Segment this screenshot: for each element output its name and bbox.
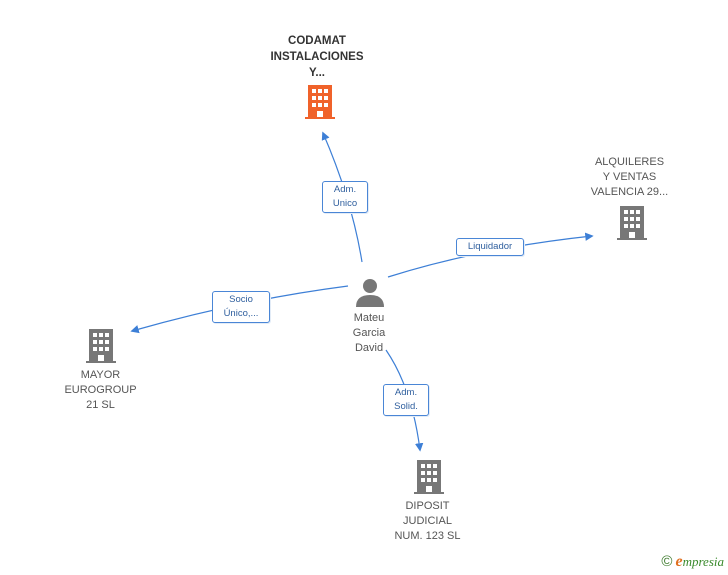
person-icon[interactable] (355, 277, 385, 307)
company-name-diposit-judicial[interactable]: DIPOSIT JUDICIAL NUM. 123 SL (394, 500, 461, 542)
edge-label-top: Adm. Unico (322, 181, 368, 213)
building-icon[interactable] (86, 329, 116, 363)
person-name[interactable]: Mateu Garcia David (352, 312, 386, 354)
building-icon[interactable] (617, 206, 647, 240)
building-icon[interactable] (414, 460, 444, 494)
edge-label-right: Liquidador (456, 238, 524, 256)
company-name-codamat[interactable]: CODAMAT INSTALACIONES Y... (270, 35, 364, 79)
edge-label-left: Socio Único,... (212, 291, 270, 323)
copyright-symbol: © (661, 553, 673, 570)
copyright-footer: ©empresia (661, 553, 724, 571)
edge-label-bottom: Adm. Solid. (383, 384, 429, 416)
brand-logo[interactable]: empresia (675, 553, 724, 570)
company-name-alquileres[interactable]: ALQUILERES Y VENTAS VALENCIA 29... (590, 156, 669, 198)
building-icon-highlighted[interactable] (305, 85, 335, 119)
company-name-mayor-eurogroup[interactable]: MAYOR EUROGROUP 21 SL (64, 369, 137, 411)
